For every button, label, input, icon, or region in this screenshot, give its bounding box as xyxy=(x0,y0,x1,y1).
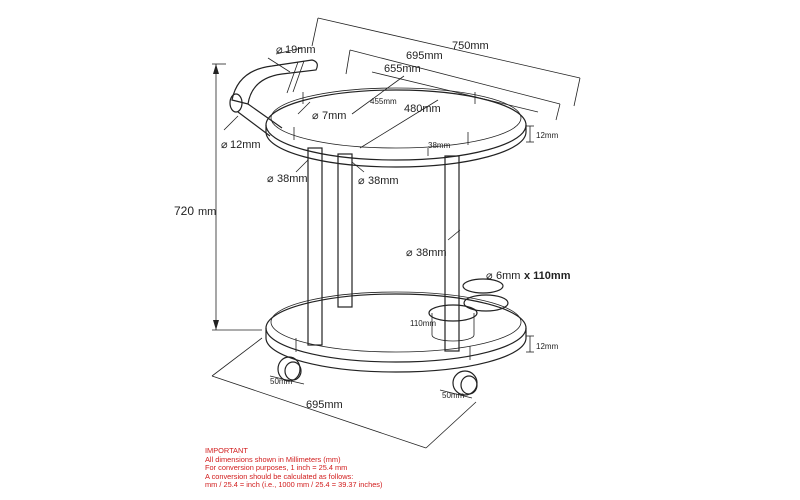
dim-handle-tube: 19mm xyxy=(285,44,316,56)
dim-bottom-tray: 695mm xyxy=(306,399,343,411)
dimension-labels: 750mm 695mm 655mm ⌀ 19mm 455mm 480mm ⌀ 7… xyxy=(174,40,571,411)
bottle-holder xyxy=(428,278,509,342)
dim-bottle-holder-symbol: ⌀ xyxy=(486,270,493,282)
dim-height-value: 720 xyxy=(174,204,194,218)
dim-wheel-right: 50mm xyxy=(442,391,465,400)
note-line-1: All dimensions shown in Millimeters (mm) xyxy=(205,454,341,464)
dim-rail-tube: 12mm xyxy=(230,139,261,151)
dim-leg-center: 38mm xyxy=(368,175,399,187)
dim-pin-symbol: ⌀ xyxy=(312,110,319,122)
bottom-tray xyxy=(265,291,527,373)
dim-rim-gap: 38mm xyxy=(428,141,451,150)
note-title: IMPORTANT xyxy=(205,446,248,455)
wheels xyxy=(277,356,478,396)
note-line-2: For conversion purposes, 1 inch = 25.4 m… xyxy=(205,463,348,473)
dim-leg-center-symbol: ⌀ xyxy=(358,175,365,187)
dim-tray-depth: 455mm xyxy=(370,97,397,106)
dimension-lines xyxy=(211,17,581,449)
dim-width-overall: 750mm xyxy=(452,40,489,52)
dim-tray-depth-outer: 480mm xyxy=(404,103,441,115)
note-line-4: mm / 25.4 = inch (i.e., 1000 mm / 25.4 =… xyxy=(205,480,383,490)
dim-rim-bottom: 12mm xyxy=(536,342,559,351)
conversion-note: IMPORTANT All dimensions shown in Millim… xyxy=(205,446,505,490)
note-line-3: A conversion should be calculated as fol… xyxy=(205,471,354,481)
top-tray xyxy=(265,87,527,168)
dim-top-tray-inner: 655mm xyxy=(384,63,421,75)
dim-wheel-left: 50mm xyxy=(270,377,293,386)
dim-top-tray-outer: 695mm xyxy=(406,50,443,62)
handle xyxy=(229,59,318,137)
dim-leg-right-symbol: ⌀ xyxy=(406,247,413,259)
dim-handle-tube-symbol: ⌀ xyxy=(276,44,283,56)
dim-pin: 7mm xyxy=(322,110,346,122)
dim-leg-right: 38mm xyxy=(416,247,447,259)
dim-rail-tube-symbol: ⌀ xyxy=(221,139,228,151)
dim-rim-top: 12mm xyxy=(536,131,559,140)
dim-leg-left-symbol: ⌀ xyxy=(267,173,274,185)
dim-leg-left: 38mm xyxy=(277,173,308,185)
dim-bottle-holder-value: 6mm xyxy=(496,270,520,282)
dim-height-unit: mm xyxy=(198,206,216,218)
bar-cart-drawing xyxy=(229,59,527,396)
dim-bottle-holder-suffix: x 110mm xyxy=(524,270,571,282)
dim-bottle-holder-depth: 110mm xyxy=(410,319,436,328)
